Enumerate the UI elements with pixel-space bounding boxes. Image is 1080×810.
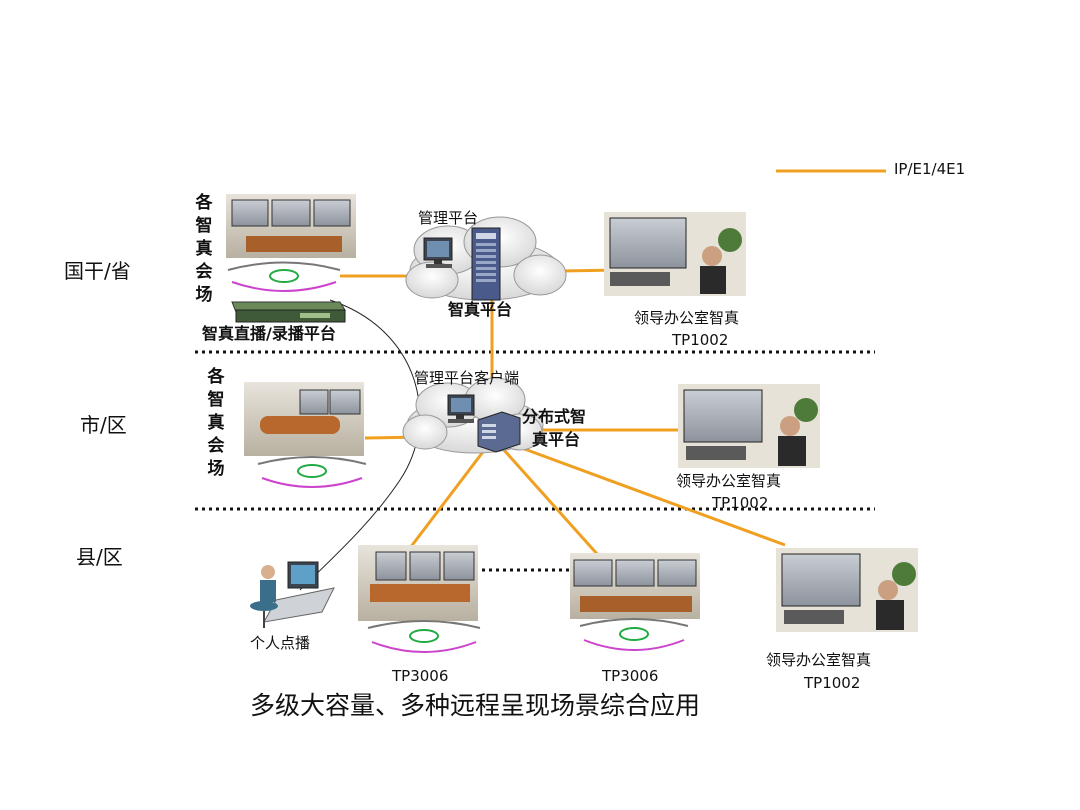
dist-platform-label-2: 真平台: [532, 430, 581, 449]
room-photo-national: [226, 194, 356, 258]
personal-vod-icon: [250, 561, 335, 628]
office3-label-1: 领导办公室智真: [766, 651, 872, 669]
office-photo-3: [776, 548, 918, 632]
seating-plan-national: [227, 261, 341, 292]
mgmt-platform-label: 管理平台: [418, 209, 479, 227]
room-photo-city: [244, 382, 364, 456]
legend-label: IP/E1/4E1: [894, 160, 966, 178]
tp3006-b-label: TP3006: [602, 667, 659, 685]
diagram-title: 多级大容量、多种远程呈现场景综合应用: [250, 691, 701, 720]
tier-label-county: 县/区: [76, 545, 123, 569]
broadcast-box-icon: [231, 301, 346, 323]
tier-label-city: 市/区: [80, 413, 127, 437]
broadcast-label: 智真直播/录播平台: [202, 324, 336, 343]
office-photo-1: [604, 212, 746, 296]
office1-label-2: TP1002: [672, 331, 729, 349]
dist-platform-label-1: 分布式智: [522, 407, 587, 426]
personal-vod-label: 个人点播: [250, 634, 311, 652]
seating-plan-tp3006-a: [367, 620, 481, 653]
zhizhen-chassis-icon: [471, 227, 501, 301]
city-rooms-label: 各智真会场: [207, 367, 225, 479]
zhizhen-platform-label: 智真平台: [448, 300, 513, 319]
national-rooms-label: 各智真会场: [195, 193, 213, 305]
pc-client-icon: [447, 394, 475, 423]
office-photo-2: [678, 384, 820, 468]
room-photo-tp3006-a: [358, 545, 478, 621]
tp3006-a-label: TP3006: [392, 667, 449, 685]
mgmt-client-label: 管理平台客户端: [414, 369, 520, 387]
room-photo-tp3006-b: [570, 553, 700, 619]
office2-label-2: TP1002: [712, 494, 769, 512]
pc-icon: [423, 237, 453, 268]
office3-label-2: TP1002: [804, 674, 861, 692]
seating-plan-tp3006-b: [579, 618, 689, 651]
office2-label-1: 领导办公室智真: [676, 472, 782, 490]
office1-label-1: 领导办公室智真: [634, 309, 740, 327]
tier-label-national: 国干/省: [64, 259, 131, 283]
dist-chassis-icon: [477, 411, 521, 453]
seating-plan-city: [257, 456, 367, 488]
vod-link: [299, 299, 420, 591]
